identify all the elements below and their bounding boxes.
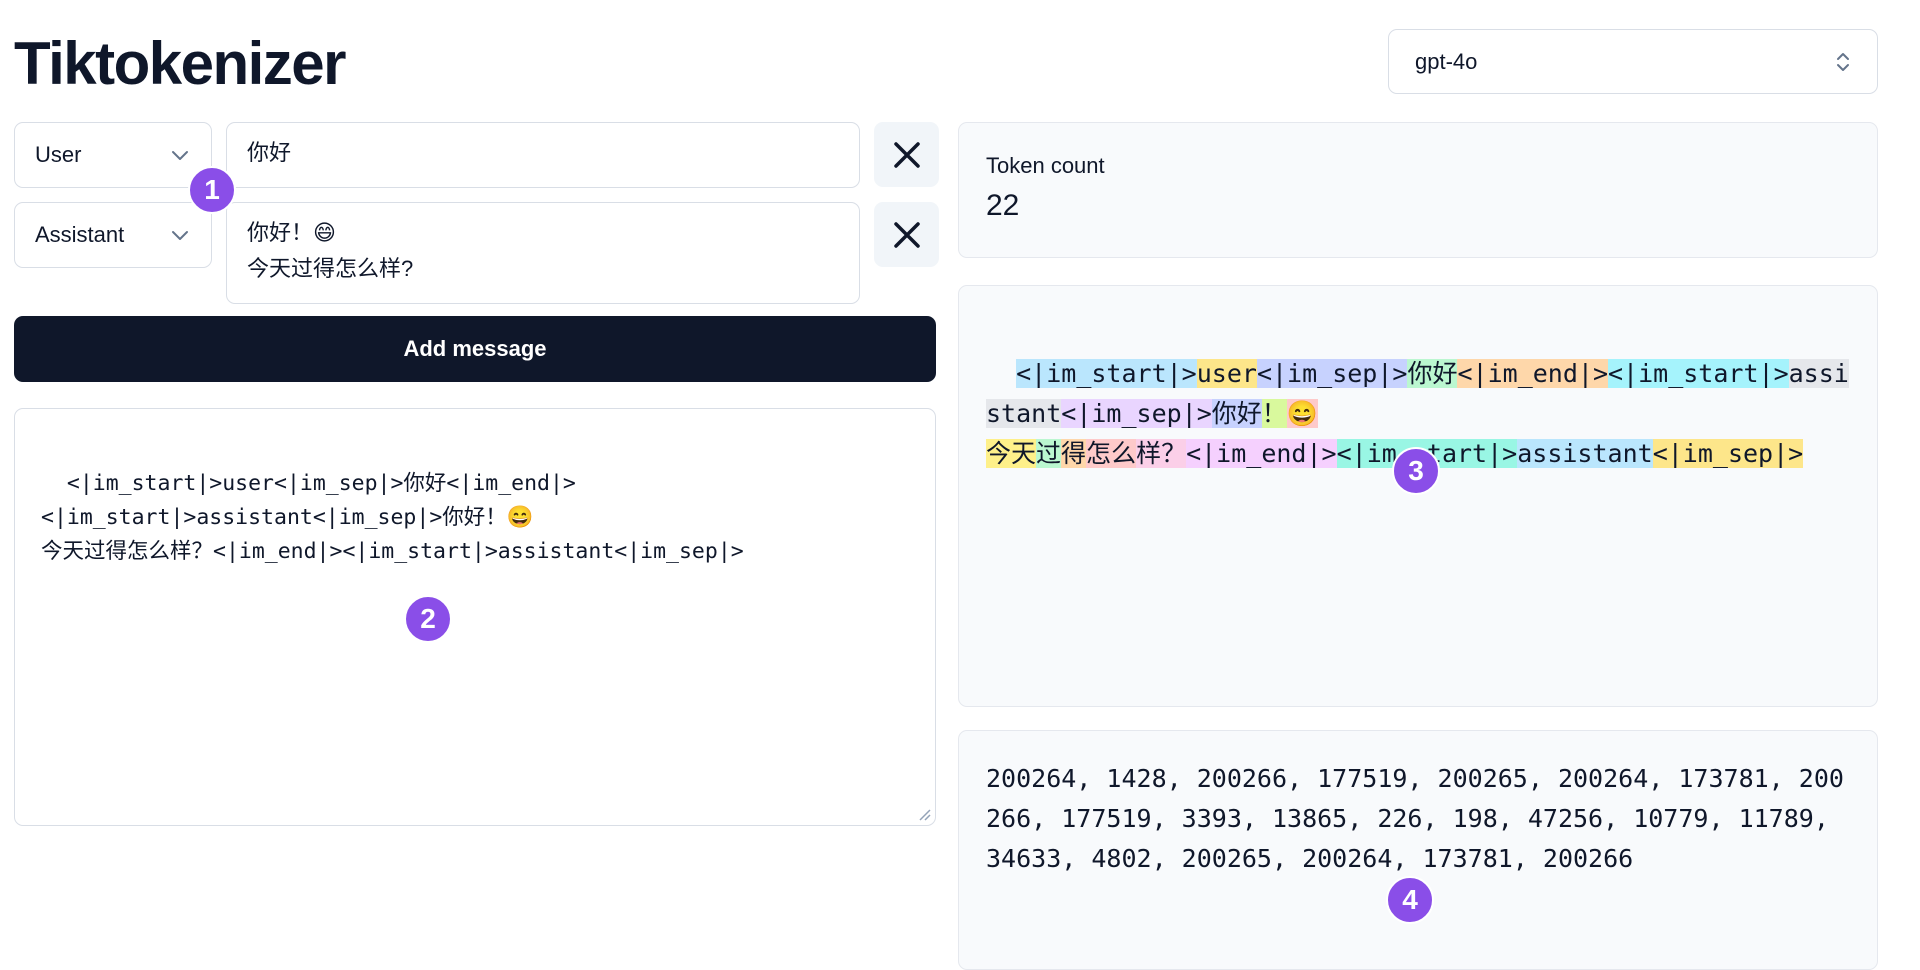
- resize-handle-icon[interactable]: [917, 807, 931, 821]
- close-icon: [893, 141, 920, 168]
- role-select-value: User: [35, 142, 82, 167]
- token-chip: 样？: [1136, 439, 1187, 468]
- token-chip: user: [1196, 359, 1257, 388]
- add-message-button[interactable]: Add message: [14, 316, 936, 382]
- token-count-value: 22: [986, 189, 1020, 222]
- token-chip: <|im_sep|>: [1652, 439, 1804, 468]
- token-chip: <|im_start|>: [1016, 359, 1197, 388]
- annotation-marker-1: 1: [188, 166, 236, 214]
- role-select-user[interactable]: User: [14, 122, 212, 188]
- annotation-marker-2: 2: [404, 595, 452, 643]
- token-chip: 今天: [986, 439, 1037, 468]
- model-select[interactable]: gpt-4o: [1388, 29, 1878, 94]
- role-select-assistant[interactable]: Assistant: [14, 202, 212, 268]
- token-chip: 😄: [1286, 399, 1318, 428]
- message-input-assistant[interactable]: 你好！😄 今天过得怎么样?: [226, 202, 860, 304]
- token-count-panel: Token count 22: [958, 122, 1878, 258]
- token-chip: <|im_sep|>: [1061, 399, 1212, 428]
- page-title: Tiktokenizer: [14, 30, 347, 97]
- token-visualization-panel: <|im_start|>user<|im_sep|>你好<|im_end|><|…: [958, 285, 1878, 707]
- annotation-marker-3: 3: [1392, 447, 1440, 495]
- role-select-value: Assistant: [35, 222, 125, 247]
- token-chip: <|im_end|>: [1186, 439, 1337, 468]
- token-chip: ！: [1261, 399, 1287, 428]
- token-chip: 得: [1061, 439, 1087, 468]
- token-count-label: Token count: [986, 153, 1105, 178]
- model-select-value: gpt-4o: [1415, 48, 1478, 74]
- chevron-down-icon: [172, 151, 188, 160]
- close-icon: [893, 221, 920, 248]
- message-input-user[interactable]: 你好: [226, 122, 860, 188]
- prompt-textarea[interactable]: <|im_start|>user<|im_sep|>你好<|im_end|> <…: [14, 408, 936, 826]
- token-ids-text: 200264, 1428, 200266, 177519, 200265, 20…: [986, 764, 1844, 873]
- token-chip: 过: [1036, 439, 1062, 468]
- delete-message-button[interactable]: [874, 122, 939, 187]
- token-chip: <|im_end|>: [1457, 359, 1608, 388]
- token-chip: <|im_start|>: [1608, 359, 1789, 388]
- token-chip: 你好: [1407, 359, 1458, 388]
- token-chip: <|im_sep|>: [1256, 359, 1408, 388]
- token-chip: 你好: [1211, 399, 1262, 428]
- token-chip: assistant: [1517, 439, 1653, 468]
- prompt-text: <|im_start|>user<|im_sep|>你好<|im_end|> <…: [41, 471, 744, 564]
- delete-message-button[interactable]: [874, 202, 939, 267]
- token-ids-panel: 200264, 1428, 200266, 177519, 200265, 20…: [958, 730, 1878, 970]
- chevron-up-down-icon: [1837, 52, 1849, 71]
- annotation-marker-4: 4: [1386, 876, 1434, 924]
- token-chip: 怎么: [1086, 439, 1137, 468]
- chevron-down-icon: [172, 231, 188, 240]
